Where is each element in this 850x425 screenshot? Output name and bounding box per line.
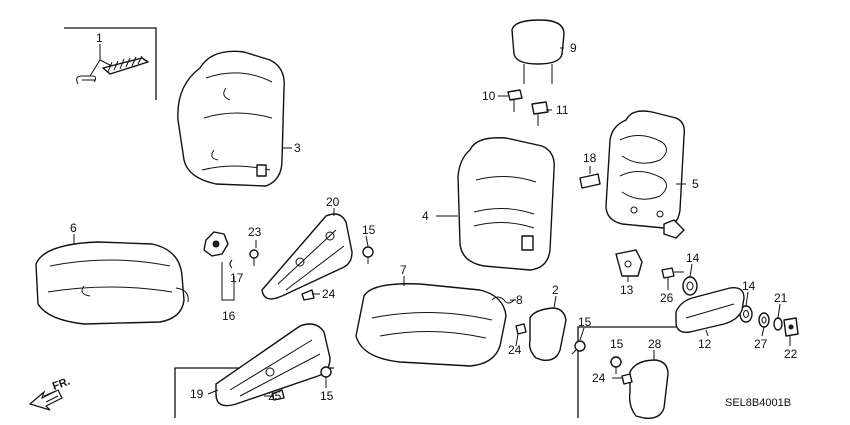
part-22-cap xyxy=(783,317,799,337)
part-28-cover xyxy=(628,359,669,419)
part-24-clip-a xyxy=(301,289,315,301)
lower-right-box xyxy=(577,326,676,418)
part-20-adjuster xyxy=(261,213,353,300)
callout-15a: 15 xyxy=(362,223,376,237)
part-14-bushing-a xyxy=(682,276,698,296)
callout-28: 28 xyxy=(648,337,662,351)
callout-27: 27 xyxy=(754,337,768,351)
part-3-seatback-cover xyxy=(177,50,285,187)
callout-9: 9 xyxy=(570,41,577,55)
callout-26: 26 xyxy=(660,291,674,305)
part-1-clip xyxy=(76,75,97,85)
callout-17: 17 xyxy=(230,271,244,285)
callout-23: 23 xyxy=(248,225,262,239)
callout-8: 8 xyxy=(516,293,523,307)
callout-labels: 1 3 9 10 11 4 5 18 6 23 20 15 17 16 24 7… xyxy=(70,31,798,403)
diagram-code: SEL8B4001B xyxy=(725,397,791,409)
front-direction-arrow: FR. xyxy=(28,375,72,411)
callout-25: 25 xyxy=(268,389,282,403)
callout-4: 4 xyxy=(422,209,429,223)
callout-6: 6 xyxy=(70,221,77,235)
part-6-cushion-cover xyxy=(35,241,189,325)
part-15-bolt-c xyxy=(571,340,586,355)
part-23-bolt xyxy=(249,249,259,266)
part-24-clip-c xyxy=(621,373,633,385)
part-27-washer xyxy=(758,312,770,328)
callout-3: 3 xyxy=(294,141,301,155)
leader-lines xyxy=(73,44,791,397)
callout-5: 5 xyxy=(692,177,699,191)
part-7-cushion-pad xyxy=(355,283,507,367)
part-15-bolt-d xyxy=(610,356,622,374)
callout-24a: 24 xyxy=(322,287,336,301)
callout-2: 2 xyxy=(552,283,559,297)
callout-15c: 15 xyxy=(320,389,334,403)
part-26-bolt xyxy=(661,267,684,279)
callout-11: 11 xyxy=(556,103,569,117)
callout-10: 10 xyxy=(482,89,496,103)
callout-18: 18 xyxy=(583,151,597,165)
part-11-guide xyxy=(531,101,549,126)
callout-21: 21 xyxy=(774,291,788,305)
callout-16: 16 xyxy=(222,309,236,323)
callout-15d: 15 xyxy=(610,337,624,351)
part-16-knob xyxy=(203,231,233,269)
callout-12: 12 xyxy=(698,337,712,351)
part-1-coil xyxy=(102,55,149,75)
part-18-pad xyxy=(579,173,601,189)
callout-24b: 24 xyxy=(508,343,522,357)
part-2-side-cover xyxy=(528,307,567,361)
callout-1: 1 xyxy=(96,31,103,45)
direction-label: FR. xyxy=(51,375,72,392)
part-8-clip xyxy=(491,296,515,304)
part-15-bolt-a xyxy=(362,246,374,264)
part-5-seatback-frame xyxy=(605,110,686,239)
callout-14b: 14 xyxy=(742,279,756,293)
callout-24c: 24 xyxy=(592,371,606,385)
part-1-box xyxy=(64,27,157,100)
part-24-clip-b xyxy=(515,323,527,335)
callout-13: 13 xyxy=(620,283,634,297)
part-25-clip xyxy=(271,389,285,401)
part-21-washer xyxy=(773,317,783,331)
part-12-armrest xyxy=(675,287,745,333)
part-9-headrest xyxy=(511,19,565,84)
callout-20: 20 xyxy=(326,195,340,209)
callout-19: 19 xyxy=(190,387,204,401)
callout-15b: 15 xyxy=(578,315,592,329)
part-10-guide xyxy=(507,89,523,112)
callout-7: 7 xyxy=(400,263,407,277)
callout-22: 22 xyxy=(784,347,798,361)
part-13-bracket xyxy=(615,249,643,277)
callout-14a: 14 xyxy=(686,251,700,265)
part-4-seatback-pad xyxy=(457,137,555,271)
